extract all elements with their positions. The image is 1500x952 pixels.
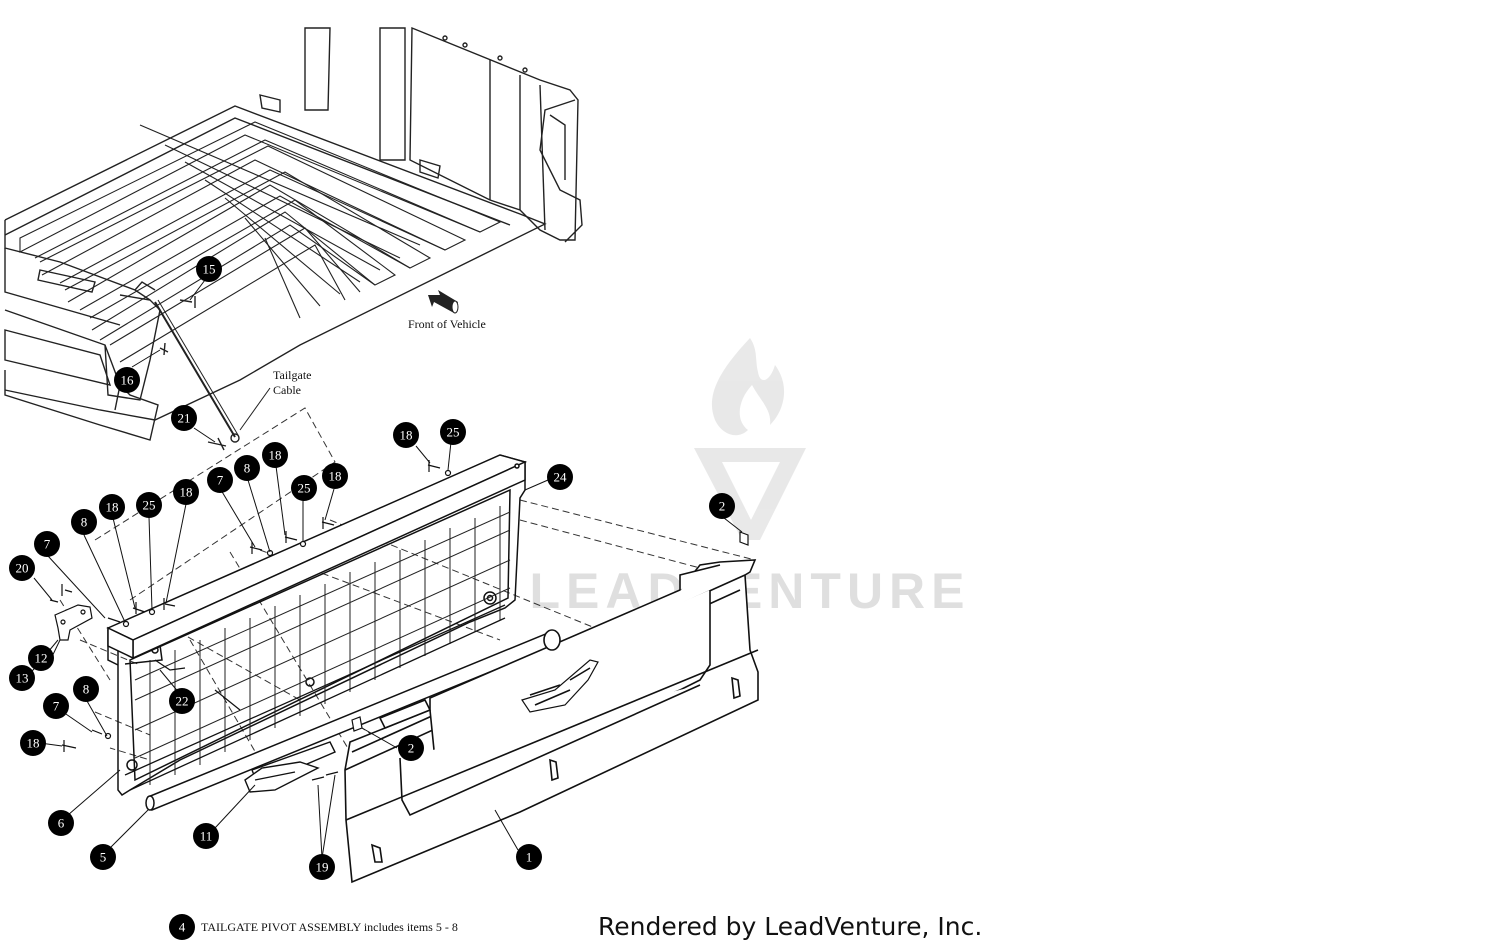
front-of-vehicle-label: Front of Vehicle	[408, 317, 486, 331]
callout-2a: 2	[709, 493, 735, 519]
callout-8a: 8	[234, 455, 260, 481]
hardware	[49, 460, 749, 781]
callout-1: 1	[516, 844, 542, 870]
callout-8c-label: 8	[83, 682, 90, 697]
rendered-by-footer: Rendered by LeadVenture, Inc.	[598, 912, 983, 941]
callout-18f-label: 18	[27, 736, 40, 751]
callout-22-label: 22	[176, 694, 189, 709]
callout-18e: 18	[99, 494, 125, 520]
callout-8a-label: 8	[244, 461, 251, 476]
callout-24: 24	[547, 464, 573, 490]
callout-8b: 8	[71, 509, 97, 535]
front-arrow-icon	[428, 290, 459, 314]
callout-19: 19	[309, 854, 335, 880]
callout-5: 5	[90, 844, 116, 870]
leader-lines	[27, 279, 743, 859]
callout-25b: 25	[291, 475, 317, 501]
callout-7c: 7	[43, 693, 69, 719]
callout-16-label: 16	[121, 373, 135, 388]
callout-25b-label: 25	[298, 481, 311, 496]
callout-16: 16	[114, 367, 140, 393]
callout-18c: 18	[322, 463, 348, 489]
callout-20: 20	[9, 555, 35, 581]
callout-25a-label: 25	[447, 425, 460, 440]
callout-12: 12	[28, 645, 54, 671]
callout-18e-label: 18	[106, 500, 119, 515]
callout-15-label: 15	[203, 262, 216, 277]
callout-7c-label: 7	[53, 699, 60, 714]
callout-12-label: 12	[35, 651, 48, 666]
callout-21-label: 21	[178, 411, 191, 426]
callout-24-label: 24	[554, 470, 568, 485]
callout-21: 21	[171, 405, 197, 431]
callout-7a: 7	[207, 467, 233, 493]
note-text: TAILGATE PIVOT ASSEMBLY includes items 5…	[201, 920, 458, 934]
note-number: 4	[179, 920, 186, 935]
callout-11-label: 11	[200, 829, 213, 844]
callout-7b: 7	[34, 531, 60, 557]
callout-7a-label: 7	[217, 473, 224, 488]
callout-6-label: 6	[58, 816, 65, 831]
callout-8c: 8	[73, 676, 99, 702]
callout-18a-label: 18	[400, 428, 413, 443]
tailgate-cable-label-2: Cable	[273, 383, 301, 397]
callout-18b-label: 18	[269, 448, 282, 463]
callout-22: 22	[169, 688, 195, 714]
callout-7b-label: 7	[44, 537, 51, 552]
callout-19-label: 19	[316, 860, 329, 875]
cargo-bed	[4, 26, 583, 451]
tailgate-cable-leader	[239, 387, 271, 431]
callout-18c-label: 18	[329, 469, 342, 484]
callout-18d: 18	[173, 479, 199, 505]
outer-tailgate-panel	[344, 559, 759, 884]
callout-5-label: 5	[100, 850, 107, 865]
watermark-logo	[694, 338, 806, 540]
alignment-lines	[59, 407, 756, 761]
callouts: 15 16 21 18 25 24 2 18 8 7 25 18 18 25 1…	[9, 256, 735, 880]
callout-1-label: 1	[526, 850, 533, 865]
callout-20-label: 20	[16, 561, 29, 576]
callout-25c-label: 25	[143, 498, 156, 513]
top-rail	[106, 454, 528, 660]
callout-18a: 18	[393, 422, 419, 448]
callout-11: 11	[193, 823, 219, 849]
callout-25c: 25	[136, 492, 162, 518]
callout-18b: 18	[262, 442, 288, 468]
latch-handle	[244, 741, 336, 793]
callout-15: 15	[196, 256, 222, 282]
callout-13-label: 13	[16, 671, 29, 686]
callout-2b: 2	[398, 735, 424, 761]
callout-8b-label: 8	[81, 515, 88, 530]
callout-13: 13	[9, 665, 35, 691]
callout-2a-label: 2	[719, 499, 726, 514]
callout-25a: 25	[440, 419, 466, 445]
callout-2b-label: 2	[408, 741, 415, 756]
callout-6: 6	[48, 810, 74, 836]
callout-18d-label: 18	[180, 485, 193, 500]
callout-18f: 18	[20, 730, 46, 756]
tailgate-cable-label-1: Tailgate	[273, 368, 311, 382]
pivot-assembly-note: 4 TAILGATE PIVOT ASSEMBLY includes items…	[169, 914, 458, 940]
note-callout-4	[169, 914, 195, 940]
